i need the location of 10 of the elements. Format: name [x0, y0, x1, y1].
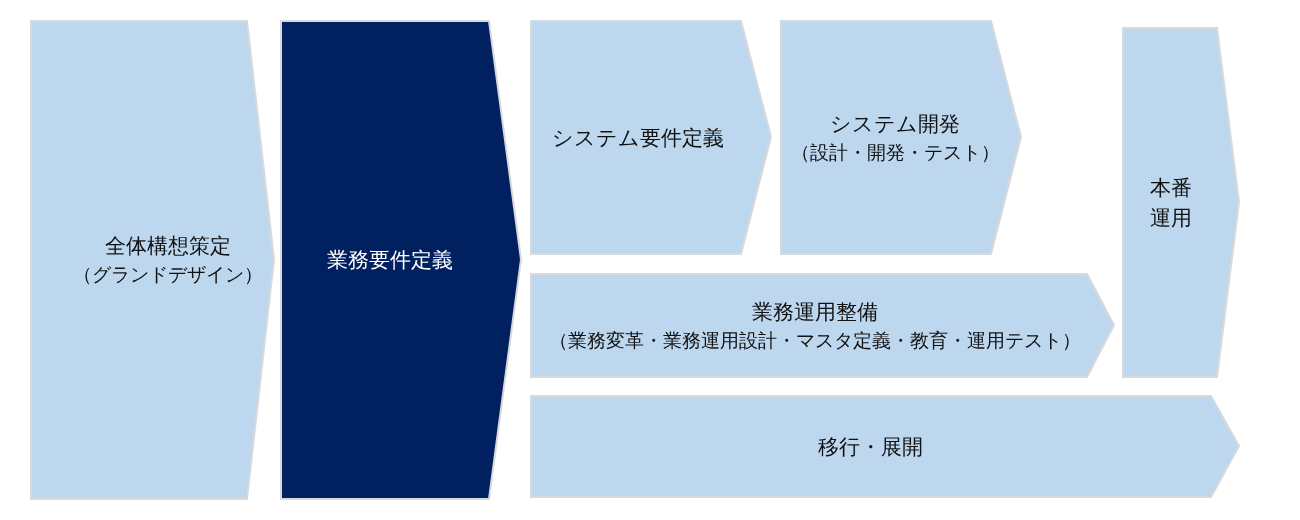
step-label: システム開発	[829, 110, 961, 138]
step-label: システム要件定義	[550, 124, 725, 152]
step-detail: （業務変革・業務運用設計・マスタ定義・教育・運用テスト）	[548, 327, 1082, 353]
step-detail: （設計・開発・テスト）	[790, 139, 1000, 165]
step-label: 本番運用	[1149, 174, 1193, 232]
step-label: 全体構想策定	[103, 233, 232, 260]
step-label: 業務運用整備	[751, 298, 879, 326]
step-label: 移行・展開	[816, 433, 924, 461]
step-label: 業務要件定義	[326, 246, 454, 274]
step-detail: （グランドデザイン）	[71, 262, 264, 288]
